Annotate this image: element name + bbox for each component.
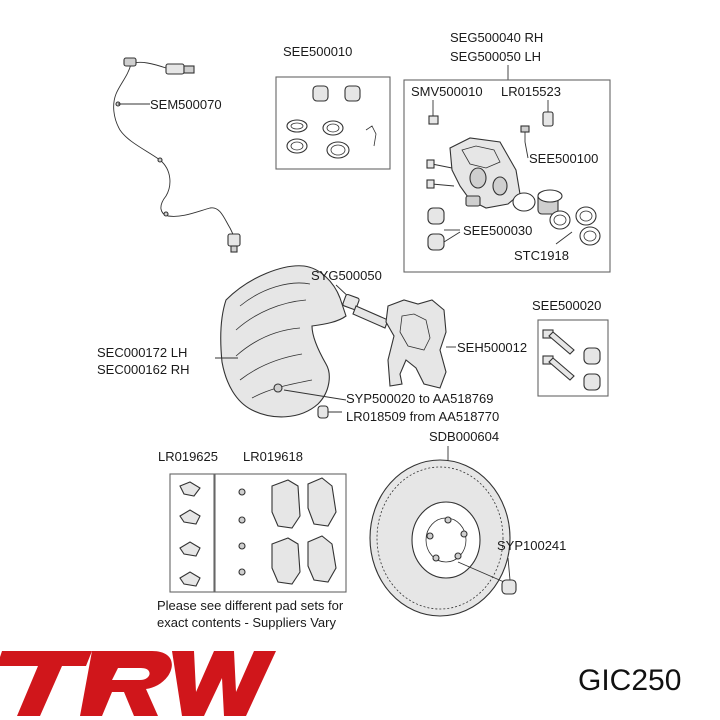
label-seg-lh: SEG500050 LH (450, 49, 541, 64)
label-see500020: SEE500020 (532, 298, 601, 313)
label-syg500050: SYG500050 (311, 268, 382, 283)
label-stc1918: STC1918 (514, 248, 569, 263)
label-sec-rh: SEC000162 RH (97, 362, 190, 377)
pad-note-line2: exact contents - Suppliers Vary (157, 615, 336, 630)
kit-box-lr019625 (169, 473, 215, 593)
pad-set-drawing (238, 477, 337, 585)
brake-disc-drawing (369, 459, 511, 617)
disc-screw-drawing (457, 557, 517, 595)
label-seg-rh: SEG500040 RH (450, 30, 543, 45)
label-syp-line: SYP500020 to AA518769 (346, 391, 493, 406)
pad-note-line1: Please see different pad sets for (157, 598, 344, 613)
pad-clips-drawing (179, 481, 201, 587)
label-lr015523: LR015523 (501, 84, 561, 99)
caliper-carrier-drawing (385, 299, 456, 389)
label-sdb000604: SDB000604 (429, 429, 499, 444)
label-see500010: SEE500010 (283, 44, 352, 59)
kit-box-lr019618 (214, 473, 347, 593)
guide-bolt-kit-drawing (542, 329, 601, 391)
label-seh500012: SEH500012 (457, 340, 527, 355)
trw-logo (0, 651, 276, 716)
guide-pin-kit-drawing (286, 85, 377, 159)
label-lr019618: LR019618 (243, 449, 303, 464)
label-lr019625: LR019625 (158, 449, 218, 464)
wear-sensor-wire-drawing (113, 57, 241, 253)
label-see500100: SEE500100 (529, 151, 598, 166)
label-syp100241: SYP100241 (497, 538, 566, 553)
label-sem500070: SEM500070 (150, 97, 222, 112)
caliper-drawing (426, 100, 601, 251)
label-smv500010: SMV500010 (411, 84, 483, 99)
label-lr018509-line: LR018509 from AA518770 (346, 409, 499, 424)
kit-box-caliper (403, 79, 611, 273)
label-sec-lh: SEC000172 LH (97, 345, 187, 360)
kit-box-see500010 (275, 76, 391, 170)
part-code: GIC250 (578, 664, 681, 697)
carrier-bolt-drawing (335, 284, 389, 329)
kit-box-see500020 (537, 319, 609, 397)
label-see500030: SEE500030 (463, 223, 532, 238)
dust-shield-drawing (215, 265, 347, 419)
